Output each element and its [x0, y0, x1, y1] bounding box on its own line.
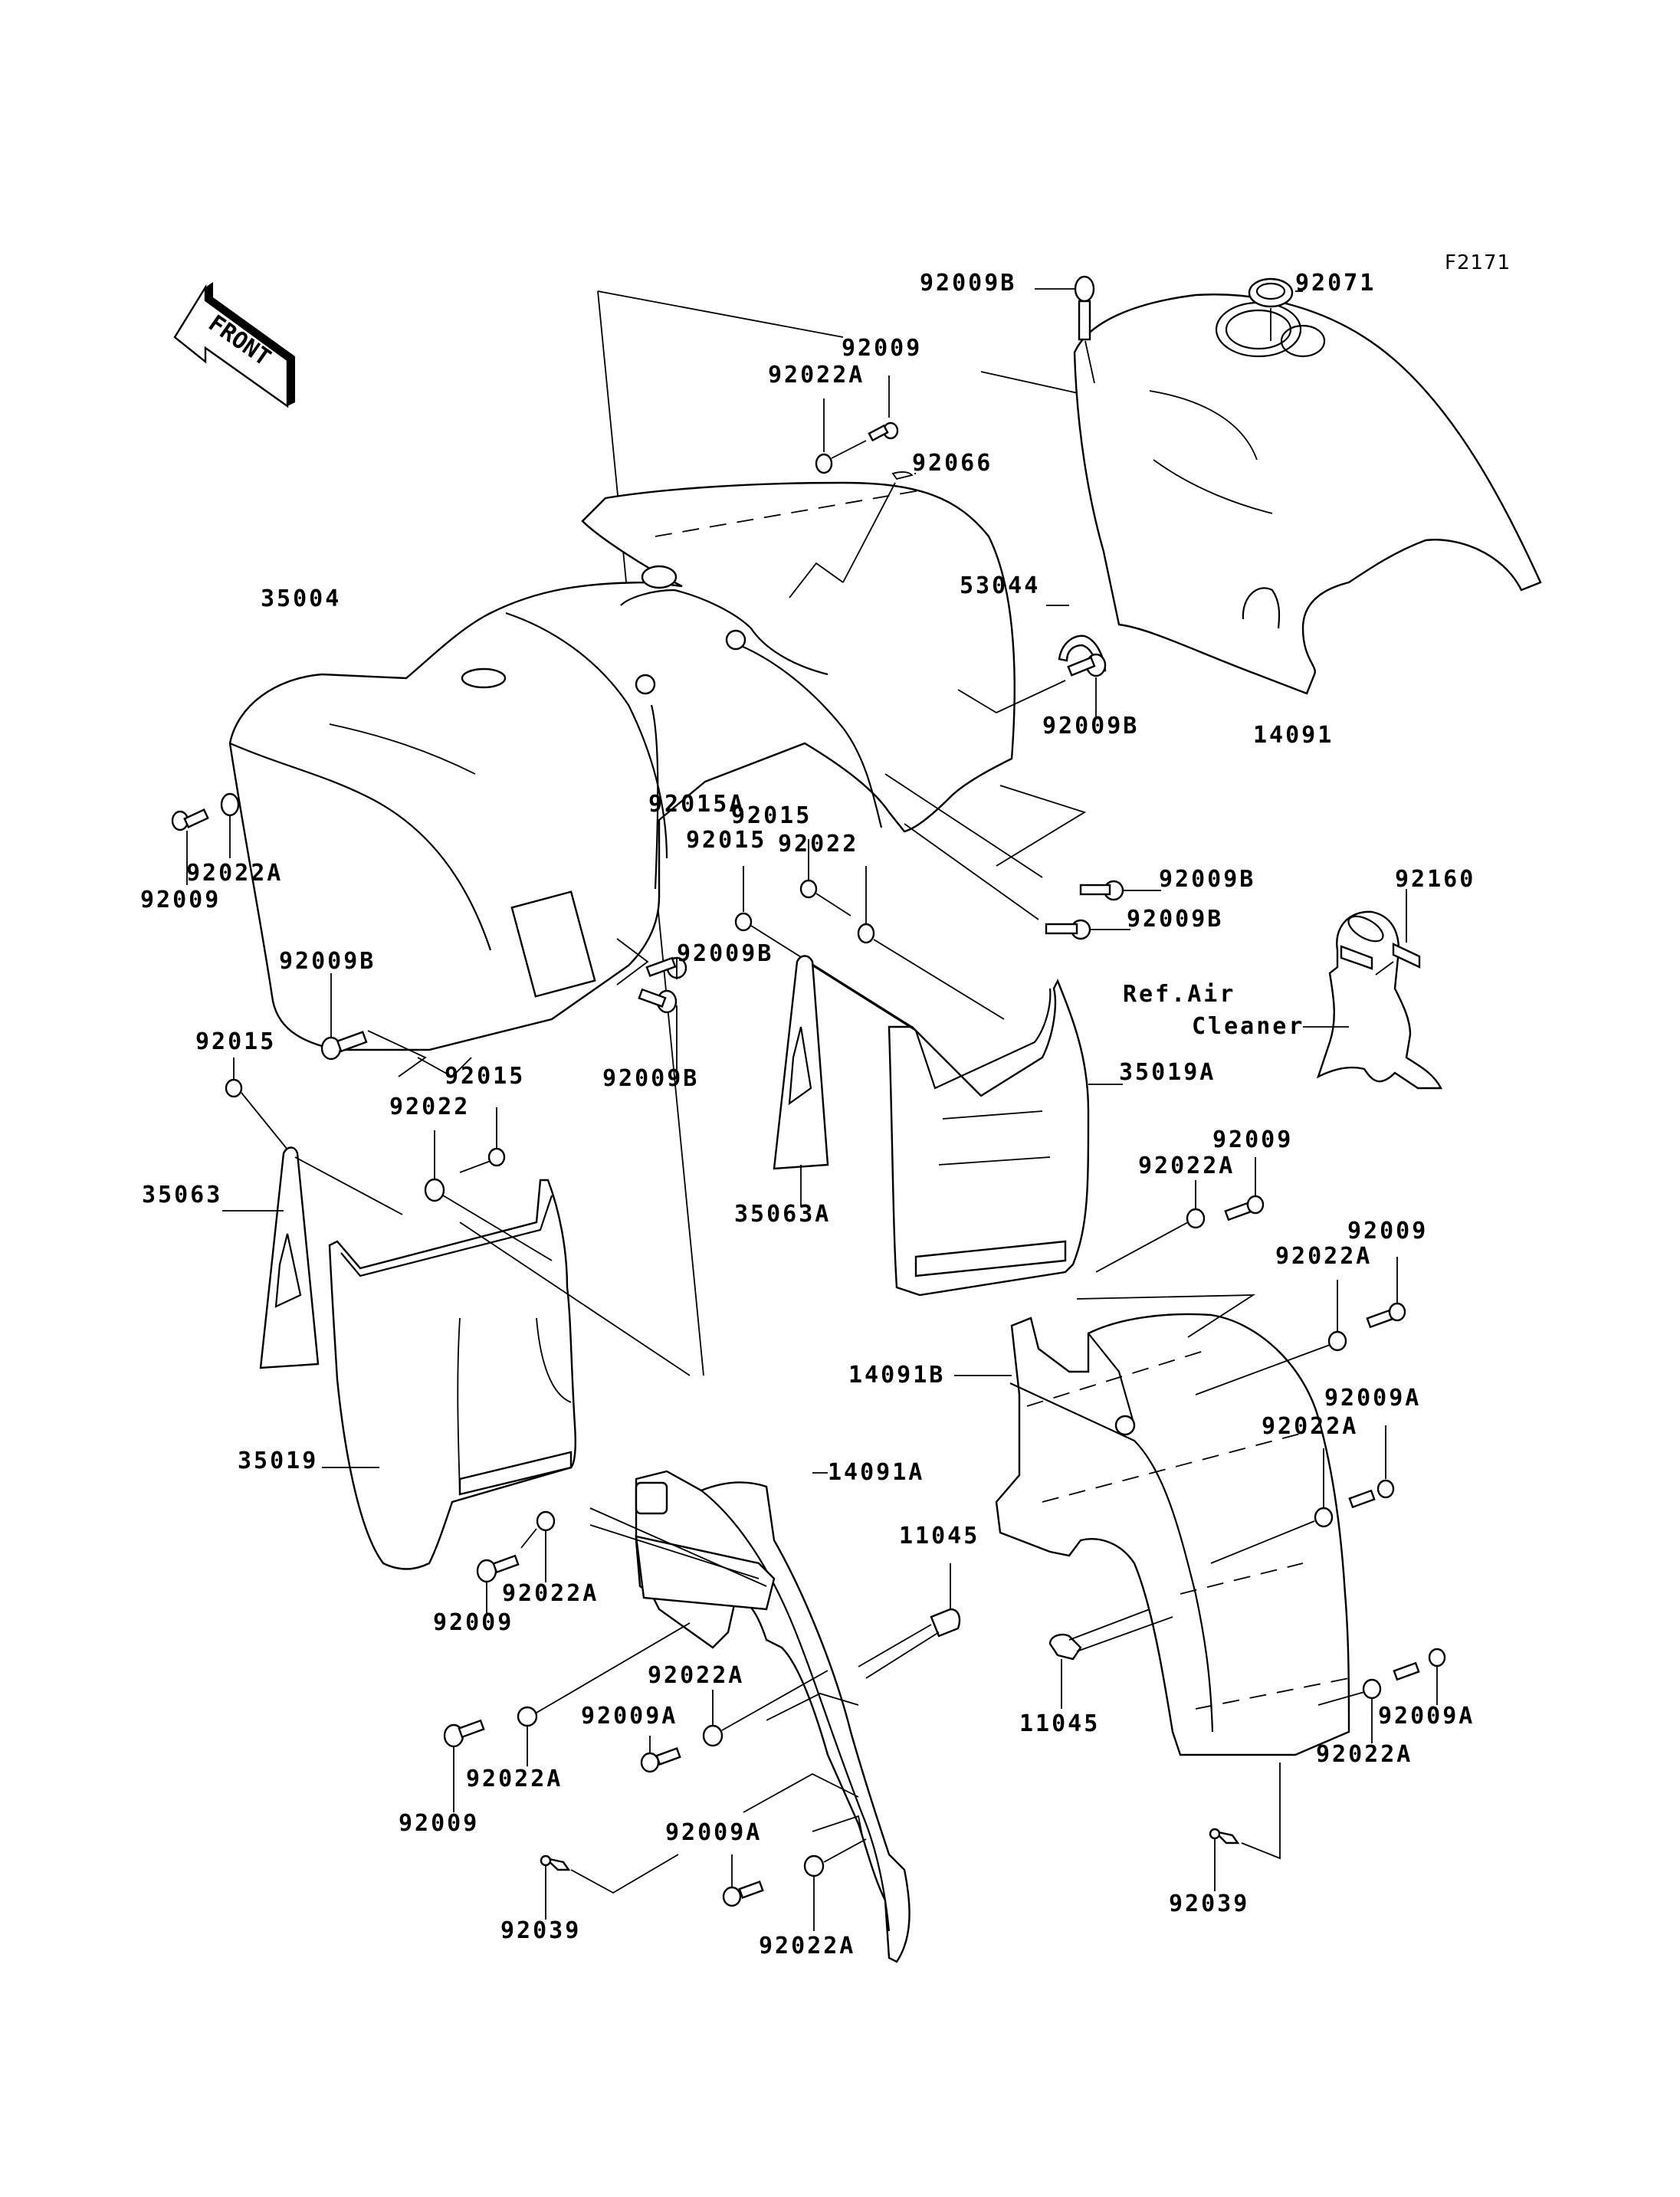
callout-part-14091a[interactable]: 14091A — [828, 1459, 925, 1486]
bolt-92009b-left-lower — [320, 973, 472, 1078]
callout-part-35019[interactable]: 35019 — [238, 1448, 319, 1474]
callout-part-92009[interactable]: 92009 — [1212, 1126, 1294, 1153]
callout-part-92009a[interactable]: 92009A — [1378, 1703, 1475, 1730]
fastener-92015-92022-center — [734, 839, 1005, 1028]
callout-part-11045[interactable]: 11045 — [899, 1523, 980, 1549]
callout-part-92066[interactable]: 92066 — [912, 450, 993, 477]
callout-part-35063a[interactable]: 35063A — [734, 1201, 832, 1228]
figure-id: F2171 — [1445, 251, 1511, 274]
callout-part-11045[interactable]: 11045 — [1019, 1710, 1101, 1737]
callout-part-92039[interactable]: 92039 — [1169, 1890, 1250, 1917]
bolt-92009b-right-pair — [884, 773, 1161, 940]
callout-part-92009[interactable]: 92009 — [140, 887, 221, 913]
part-35019a-center-cover — [888, 979, 1123, 1297]
callout-part-92015[interactable]: 92015 — [686, 827, 767, 854]
part-35063a-bracket — [773, 955, 917, 1207]
callout-part-92009b[interactable]: 92009B — [1042, 713, 1140, 739]
fastener-92015-92022-left — [424, 1107, 691, 1376]
clamp-11045-center — [858, 1563, 961, 1679]
callout-part-92022a[interactable]: 92022A — [466, 1766, 563, 1792]
callout-part-92009[interactable]: 92009 — [433, 1609, 514, 1636]
callout-part-92009[interactable]: 92009 — [1347, 1218, 1429, 1244]
callout-part-92022a[interactable]: 92022A — [186, 860, 284, 887]
callout-part-92009[interactable]: 92009 — [842, 335, 923, 362]
bolt-92009b-right-upper — [957, 653, 1107, 716]
callout-part-92022[interactable]: 92022 — [389, 1094, 471, 1120]
callout-part-92022a[interactable]: 92022A — [768, 362, 865, 389]
fastener-right-stack — [1095, 1157, 1446, 1743]
callout-part-92009[interactable]: 92009 — [399, 1810, 480, 1837]
part-14091-cover — [1073, 293, 1542, 695]
reference-note-line2: Cleaner — [1192, 1013, 1305, 1040]
callout-part-92009a[interactable]: 92009A — [581, 1703, 678, 1730]
fastener-92009-92022a-left — [171, 792, 240, 885]
part-air-cleaner-duct — [1303, 889, 1442, 1090]
callout-part-92022a[interactable]: 92022A — [648, 1662, 745, 1689]
bolt-92009b-top-icon — [1035, 275, 1095, 384]
callout-part-92022a[interactable]: 92022A — [759, 1933, 856, 1959]
fastener-lower-left — [443, 1510, 691, 1812]
callout-part-35019a[interactable]: 35019A — [1119, 1059, 1216, 1086]
rivet-92039-left — [540, 1854, 679, 1920]
callout-part-92015a[interactable]: 92015A — [648, 791, 746, 818]
callout-part-92160[interactable]: 92160 — [1395, 866, 1476, 893]
callout-part-92022a[interactable]: 92022A — [1316, 1741, 1413, 1768]
callout-part-92015[interactable]: 92015 — [731, 802, 812, 829]
callout-part-92022a[interactable]: 92022A — [502, 1580, 599, 1607]
callout-part-14091b[interactable]: 14091B — [848, 1362, 946, 1389]
callout-part-92015[interactable]: 92015 — [195, 1028, 277, 1055]
clamp-11045-right — [1048, 1608, 1173, 1709]
callout-part-92009b[interactable]: 92009B — [1127, 906, 1224, 933]
callout-part-92009b[interactable]: 92009B — [602, 1065, 700, 1092]
callout-part-92022a[interactable]: 92022A — [1262, 1413, 1359, 1440]
part-35019-lower-cover — [322, 1179, 576, 1570]
callout-part-53044[interactable]: 53044 — [960, 572, 1041, 599]
part-35063-bracket — [222, 1058, 403, 1369]
callout-part-92009a[interactable]: 92009A — [665, 1819, 763, 1846]
callout-part-92022a[interactable]: 92022A — [1275, 1243, 1373, 1270]
callout-part-35063[interactable]: 35063 — [142, 1182, 223, 1208]
part-35004-front-fender — [228, 481, 1016, 1051]
callout-part-14091[interactable]: 14091 — [1253, 722, 1334, 749]
callout-part-92009b[interactable]: 92009B — [920, 270, 1017, 297]
callout-part-92009b[interactable]: 92009B — [677, 940, 774, 967]
rivet-92039-right — [1209, 1763, 1281, 1891]
fastener-lower-center — [640, 1670, 867, 1931]
callout-part-92022[interactable]: 92022 — [778, 831, 859, 857]
part-14091b-rear-fender — [954, 1294, 1350, 1756]
reference-note-line1: Ref.Air — [1123, 981, 1236, 1008]
callout-part-92009b[interactable]: 92009B — [279, 948, 376, 975]
part-14091a-inner-fender — [589, 1470, 911, 1963]
fastener-92022a-92009-top-center — [789, 375, 916, 598]
bolt-92009b-center-lower — [616, 938, 687, 1073]
callout-part-35004[interactable]: 35004 — [261, 585, 342, 612]
grommet-92071-icon — [1248, 277, 1303, 341]
front-arrow-icon: FRONT — [173, 282, 295, 408]
callout-part-92009a[interactable]: 92009A — [1324, 1385, 1422, 1412]
callout-part-92015[interactable]: 92015 — [445, 1063, 526, 1090]
callout-part-92009b[interactable]: 92009B — [1159, 866, 1256, 893]
callout-part-92071[interactable]: 92071 — [1295, 270, 1376, 297]
callout-part-92022a[interactable]: 92022A — [1138, 1153, 1235, 1179]
callout-part-92039[interactable]: 92039 — [500, 1917, 582, 1944]
